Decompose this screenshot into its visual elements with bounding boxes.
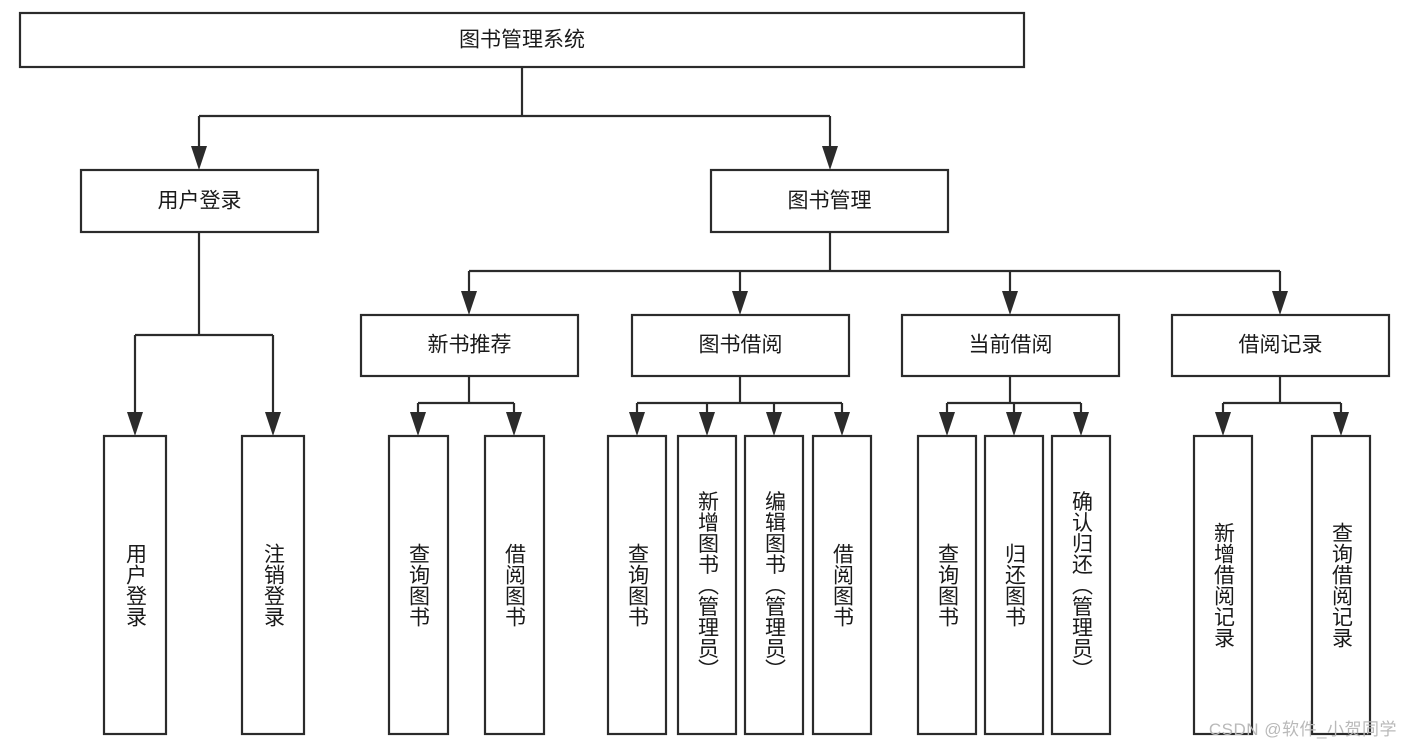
connector-group-book-borrow bbox=[629, 376, 850, 436]
node-leaf-add-book-admin-box[interactable] bbox=[676, 434, 738, 736]
node-leaf-confirm-return-admin[interactable]: 确认归还（管理员） bbox=[1050, 434, 1112, 736]
arrow-head-leaf-borrow-book-new bbox=[506, 412, 522, 436]
node-new-book-recommend-box[interactable] bbox=[359, 313, 580, 378]
arrow-head-leaf-query-borrow-record bbox=[1333, 412, 1349, 436]
connector-group-user-login bbox=[127, 232, 281, 436]
node-leaf-query-book-borrow[interactable]: 查询图书 bbox=[606, 434, 668, 736]
node-leaf-add-book-admin-label: 新增图书（管理员） bbox=[696, 491, 720, 680]
node-leaf-user-login-label: 用户登录 bbox=[124, 543, 148, 627]
arrow-head-user-login bbox=[191, 146, 207, 170]
node-leaf-edit-book-admin-label: 编辑图书（管理员） bbox=[763, 491, 787, 680]
node-leaf-borrow-book-new[interactable]: 借阅图书 bbox=[483, 434, 546, 736]
node-leaf-borrow-book-new-box[interactable] bbox=[483, 434, 546, 736]
arrow-head-leaf-edit-book-admin bbox=[766, 412, 782, 436]
node-leaf-edit-book-admin[interactable]: 编辑图书（管理员） bbox=[743, 434, 805, 736]
node-leaf-user-logout-label: 注销登录 bbox=[262, 543, 286, 627]
node-user-login[interactable]: 用户登录 bbox=[79, 168, 320, 234]
connector-group-borrow-record bbox=[1215, 376, 1349, 436]
node-leaf-query-book-current-label: 查询图书 bbox=[936, 543, 960, 627]
node-leaf-borrow-book-box[interactable] bbox=[811, 434, 873, 736]
node-leaf-user-logout[interactable]: 注销登录 bbox=[240, 434, 306, 736]
node-leaf-query-book-current-box[interactable] bbox=[916, 434, 978, 736]
arrow-head-leaf-confirm-return-admin bbox=[1073, 412, 1089, 436]
node-root-box[interactable] bbox=[18, 11, 1026, 69]
arrow-head-borrow-record bbox=[1272, 291, 1288, 315]
node-book-management[interactable]: 图书管理 bbox=[709, 168, 950, 234]
node-leaf-user-logout-box[interactable] bbox=[240, 434, 306, 736]
node-current-borrow-label: 当前借阅 bbox=[969, 334, 1053, 357]
node-user-login-box[interactable] bbox=[79, 168, 320, 234]
node-borrow-record[interactable]: 借阅记录 bbox=[1170, 313, 1391, 378]
node-leaf-add-book-admin[interactable]: 新增图书（管理员） bbox=[676, 434, 738, 736]
node-leaf-add-borrow-record-box[interactable] bbox=[1192, 434, 1254, 736]
node-leaf-query-book-new[interactable]: 查询图书 bbox=[387, 434, 450, 736]
arrow-head-leaf-add-borrow-record bbox=[1215, 412, 1231, 436]
node-current-borrow-box[interactable] bbox=[900, 313, 1121, 378]
arrow-head-book-borrow bbox=[732, 291, 748, 315]
node-user-login-label: 用户登录 bbox=[158, 190, 242, 213]
connector-group-new-book-recommend bbox=[410, 376, 522, 436]
node-leaf-return-book[interactable]: 归还图书 bbox=[983, 434, 1045, 736]
node-leaf-user-login[interactable]: 用户登录 bbox=[102, 434, 168, 736]
arrow-head-book-management bbox=[822, 146, 838, 170]
connector-group-root bbox=[191, 67, 838, 170]
node-leaf-query-borrow-record[interactable]: 查询借阅记录 bbox=[1310, 434, 1372, 736]
node-root[interactable]: 图书管理系统 bbox=[18, 11, 1026, 69]
node-book-borrow-box[interactable] bbox=[630, 313, 851, 378]
node-leaf-query-borrow-record-label: 查询借阅记录 bbox=[1330, 522, 1354, 648]
node-leaf-borrow-book-label: 借阅图书 bbox=[831, 543, 855, 627]
arrow-head-leaf-return-book bbox=[1006, 412, 1022, 436]
node-leaf-add-borrow-record[interactable]: 新增借阅记录 bbox=[1192, 434, 1254, 736]
arrow-head-current-borrow bbox=[1002, 291, 1018, 315]
node-new-book-recommend-label: 新书推荐 bbox=[428, 334, 512, 357]
node-book-borrow-label: 图书借阅 bbox=[699, 334, 783, 357]
node-root-label: 图书管理系统 bbox=[459, 29, 585, 52]
node-leaf-confirm-return-admin-label: 确认归还（管理员） bbox=[1070, 491, 1094, 680]
node-leaf-add-borrow-record-label: 新增借阅记录 bbox=[1212, 522, 1236, 648]
node-leaf-return-book-box[interactable] bbox=[983, 434, 1045, 736]
node-leaf-borrow-book-new-label: 借阅图书 bbox=[503, 543, 527, 627]
arrow-head-leaf-query-book-borrow bbox=[629, 412, 645, 436]
node-leaf-confirm-return-admin-box[interactable] bbox=[1050, 434, 1112, 736]
node-book-borrow[interactable]: 图书借阅 bbox=[630, 313, 851, 378]
node-new-book-recommend[interactable]: 新书推荐 bbox=[359, 313, 580, 378]
node-current-borrow[interactable]: 当前借阅 bbox=[900, 313, 1121, 378]
node-leaf-query-book-new-box[interactable] bbox=[387, 434, 450, 736]
arrow-head-new-book-recommend bbox=[461, 291, 477, 315]
arrow-head-leaf-user-login bbox=[127, 412, 143, 436]
node-leaf-edit-book-admin-box[interactable] bbox=[743, 434, 805, 736]
node-borrow-record-box[interactable] bbox=[1170, 313, 1391, 378]
node-leaf-query-book-borrow-box[interactable] bbox=[606, 434, 668, 736]
node-borrow-record-label: 借阅记录 bbox=[1239, 334, 1323, 357]
connector-group-book-management bbox=[461, 232, 1288, 315]
node-leaf-user-login-box[interactable] bbox=[102, 434, 168, 736]
node-leaf-query-book-current[interactable]: 查询图书 bbox=[916, 434, 978, 736]
node-book-management-label: 图书管理 bbox=[788, 190, 872, 213]
arrow-head-leaf-borrow-book bbox=[834, 412, 850, 436]
arrow-head-leaf-query-book-current bbox=[939, 412, 955, 436]
node-leaf-query-book-new-label: 查询图书 bbox=[407, 543, 431, 627]
node-leaf-query-book-borrow-label: 查询图书 bbox=[626, 543, 650, 627]
arrow-head-leaf-query-book-new bbox=[410, 412, 426, 436]
connector-group-current-borrow bbox=[939, 376, 1089, 436]
node-book-management-box[interactable] bbox=[709, 168, 950, 234]
arrow-head-leaf-add-book-admin bbox=[699, 412, 715, 436]
arrow-head-leaf-user-logout bbox=[265, 412, 281, 436]
node-leaf-query-borrow-record-box[interactable] bbox=[1310, 434, 1372, 736]
node-leaf-borrow-book[interactable]: 借阅图书 bbox=[811, 434, 873, 736]
node-leaf-return-book-label: 归还图书 bbox=[1003, 543, 1027, 627]
